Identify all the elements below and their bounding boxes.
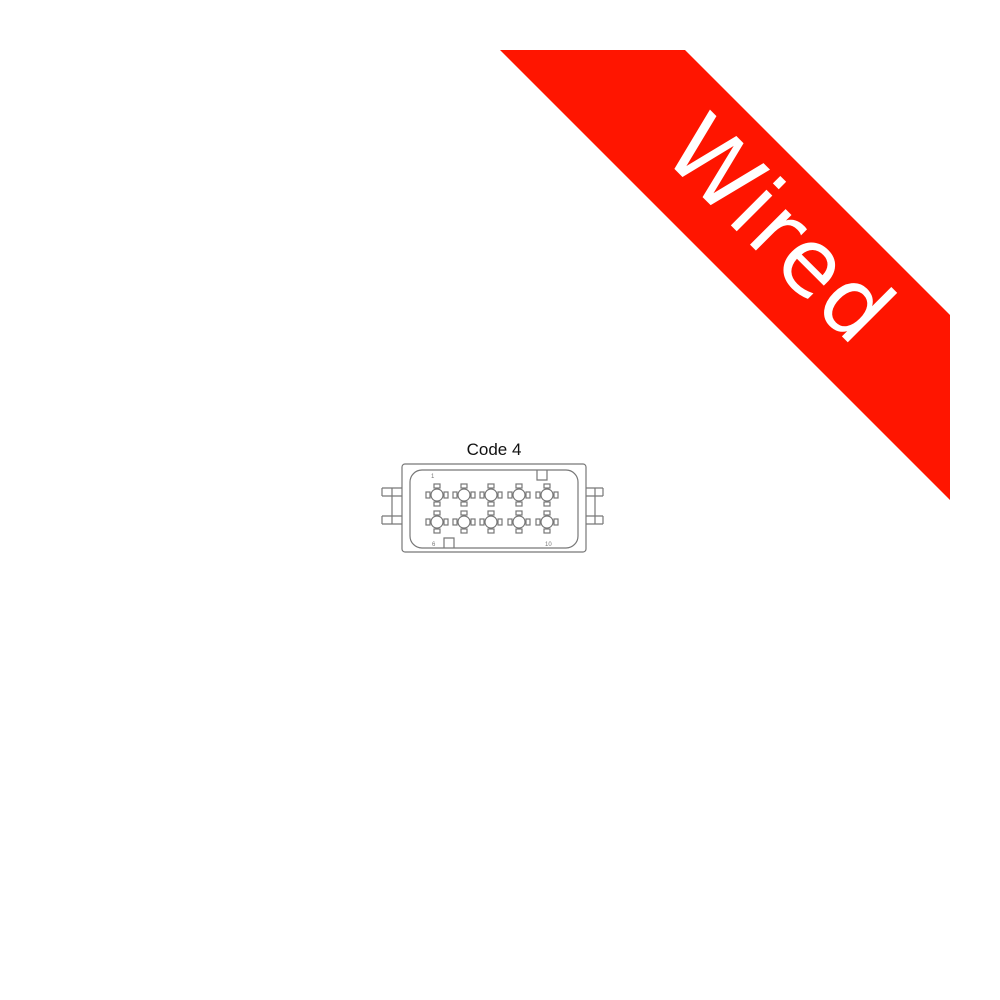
pin-cavity xyxy=(507,510,531,534)
connector-caption: Code 4 xyxy=(466,440,522,459)
pin-cavity xyxy=(452,510,476,534)
pin-cavity xyxy=(425,483,449,507)
pin-label-10: 10 xyxy=(545,542,552,548)
pin-cavity xyxy=(535,483,559,507)
pin-label-1: 1 xyxy=(431,474,435,480)
pin-cavity xyxy=(479,483,503,507)
pin-cavity xyxy=(479,510,503,534)
pin-label-6: 6 xyxy=(432,542,436,548)
pin-cavity xyxy=(507,483,531,507)
pin-cavity xyxy=(452,483,476,507)
connector-drawing: 1 6 10 xyxy=(381,463,604,553)
pin-cavity xyxy=(535,510,559,534)
pin-cavity xyxy=(425,510,449,534)
